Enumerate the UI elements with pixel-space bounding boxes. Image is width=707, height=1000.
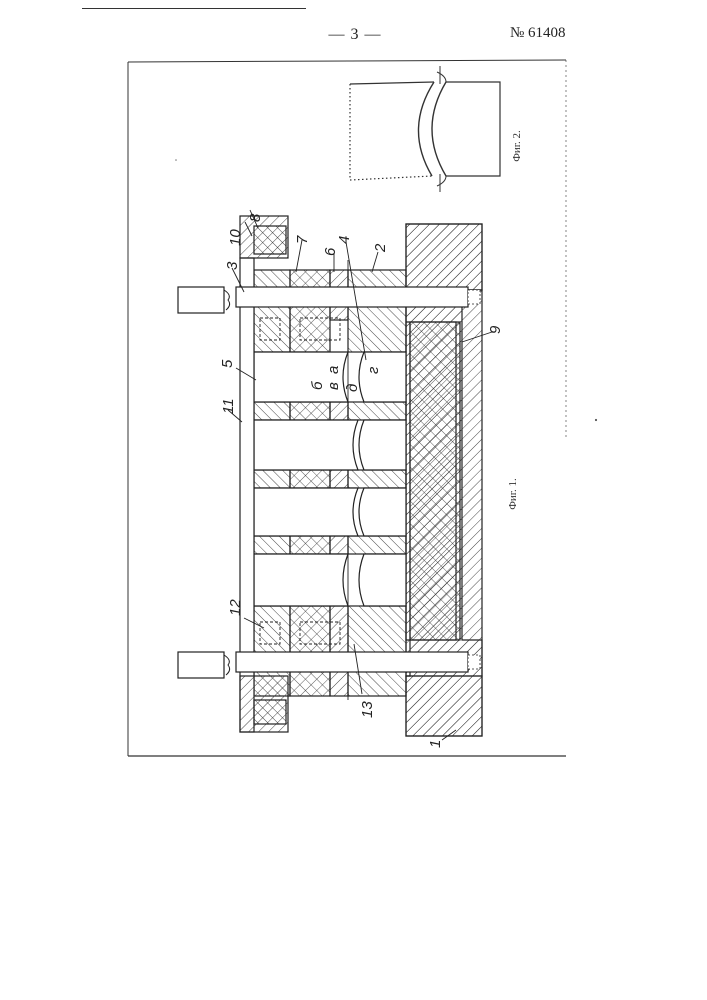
base-outer-left	[406, 224, 482, 290]
letter-v: в	[325, 382, 342, 390]
bolt-head-lower	[254, 700, 286, 724]
letter-b: б	[309, 381, 326, 390]
speck	[175, 159, 177, 161]
figure-1-caption: Фиг. 1.	[507, 478, 519, 510]
label-4: 4	[336, 236, 353, 244]
lower-plate-left	[348, 270, 406, 352]
label-6: 6	[322, 247, 339, 256]
elastic-cushion	[410, 322, 460, 640]
upper-punch-4	[254, 554, 348, 606]
label-3: 3	[224, 261, 241, 270]
label-2: 2	[372, 243, 389, 253]
label-13: 13	[359, 701, 376, 718]
label-8: 8	[247, 213, 264, 222]
upper-punch-3	[254, 488, 358, 536]
speck	[595, 419, 597, 421]
lower-plate-seg1	[348, 402, 406, 420]
upper-block-seg2	[254, 470, 290, 488]
lower-punch-3	[359, 488, 406, 536]
guide-pin-1	[236, 287, 468, 307]
press-ram-2	[178, 652, 224, 678]
lower-punch-4	[359, 554, 406, 606]
pin-tip-1	[468, 290, 480, 304]
lower-punch-2	[359, 420, 406, 470]
plate-6-seg3	[330, 536, 348, 554]
rubber-7-right	[290, 606, 330, 696]
label-9: 9	[487, 325, 504, 334]
lower-plate-seg2	[348, 470, 406, 488]
plate-6-right	[330, 606, 348, 696]
figure-2-drawing	[350, 66, 500, 192]
base-outer-right	[406, 676, 482, 736]
upper-punch-1	[254, 352, 348, 402]
figure-1-drawing	[178, 216, 482, 736]
figure-2-caption: Фиг. 2.	[511, 130, 523, 162]
guide-pin-2	[236, 652, 468, 672]
rubber-7-seg2	[290, 470, 330, 488]
upper-block-seg1	[254, 402, 290, 420]
pin-tip-2	[468, 655, 480, 669]
label-11: 11	[220, 398, 237, 414]
press-ram-1	[178, 287, 224, 313]
letter-d: д	[344, 384, 361, 392]
rubber-7-seg3	[290, 536, 330, 554]
letter-g: г	[365, 366, 382, 374]
lower-plate-right	[348, 606, 406, 696]
lower-plate-seg3	[348, 536, 406, 554]
label-1: 1	[427, 740, 444, 748]
letter-a: а	[325, 366, 342, 374]
upper-punch-2	[254, 420, 358, 470]
label-7: 7	[294, 235, 311, 244]
label-5: 5	[219, 359, 236, 368]
upper-block-seg3	[254, 536, 290, 554]
plate-6-seg1	[330, 402, 348, 420]
plate-6-seg2	[330, 470, 348, 488]
label-12: 12	[227, 599, 244, 616]
bolt-head-8	[254, 226, 286, 254]
label-10: 10	[227, 229, 244, 246]
rubber-7-seg1	[290, 402, 330, 420]
